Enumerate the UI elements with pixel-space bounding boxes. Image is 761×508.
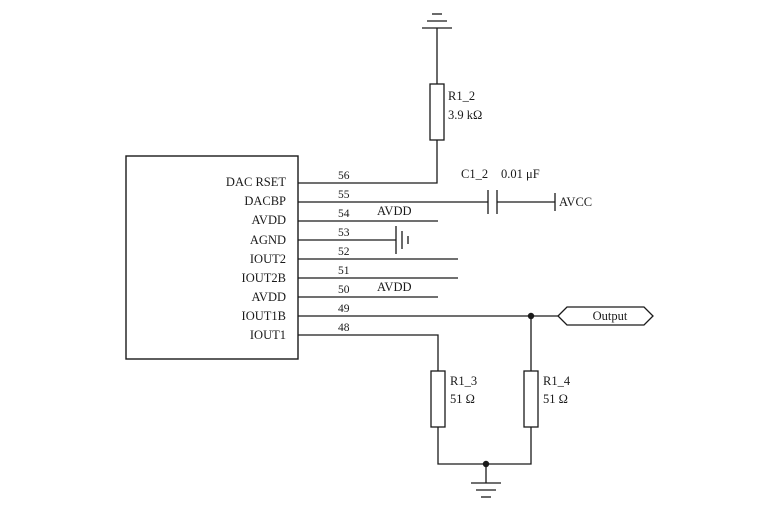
pin-number-49: 49 xyxy=(338,303,350,315)
pin-number-55: 55 xyxy=(338,189,350,201)
pin-number-52: 52 xyxy=(338,246,350,258)
pin-number-53: 53 xyxy=(338,227,350,239)
avcc-net-label: AVCC xyxy=(559,195,592,209)
avdd-54-net-label: AVDD xyxy=(377,204,412,218)
pin-number-51: 51 xyxy=(338,265,350,277)
wire-resistors-to-ground xyxy=(437,427,532,465)
ground-symbol-top xyxy=(422,13,452,29)
resistor-r1-3 xyxy=(430,370,446,428)
chip-pin-labels: DAC RSET DACBP AVDD AGND IOUT2 IOUT2B AV… xyxy=(226,175,286,342)
output-port-flag xyxy=(557,306,654,326)
pin-number-54: 54 xyxy=(338,208,350,220)
pin-label-avdd-50: AVDD xyxy=(252,290,287,304)
ground-symbol-agnd xyxy=(395,226,409,254)
pin-number-56: 56 xyxy=(338,170,350,182)
pin-label-iout1: IOUT1 xyxy=(250,328,286,342)
r1-3-value: 51 Ω xyxy=(450,392,475,406)
dac-chip-body xyxy=(125,155,299,360)
resistor-r1-4 xyxy=(523,370,539,428)
pin-label-iout1b: IOUT1B xyxy=(242,309,286,323)
output-net-label: Output xyxy=(593,309,628,323)
c1-2-ref: C1_2 xyxy=(461,167,488,181)
chip-pin-numbers: 56 55 54 53 52 51 50 49 48 xyxy=(338,170,350,334)
pin-label-dacbp: DACBP xyxy=(244,194,286,208)
r1-4-value: 51 Ω xyxy=(543,392,568,406)
pin-number-48: 48 xyxy=(338,322,350,334)
wire-pin56-rset xyxy=(298,140,438,184)
r1-2-ref: R1_2 xyxy=(448,89,475,103)
pin-label-iout2: IOUT2 xyxy=(250,252,286,266)
r1-2-value: 3.9 kΩ xyxy=(448,108,482,122)
resistor-r1-2 xyxy=(429,83,445,141)
pin-label-agnd: AGND xyxy=(250,233,286,247)
avdd-50-net-label: AVDD xyxy=(377,280,412,294)
pin-label-dac-rset: DAC RSET xyxy=(226,175,286,189)
wire-pin48-iout1 xyxy=(298,334,439,371)
pin-label-iout2b: IOUT2B xyxy=(242,271,286,285)
pin-label-avdd-54: AVDD xyxy=(252,213,287,227)
ground-symbol-bottom xyxy=(471,482,501,498)
pin-number-50: 50 xyxy=(338,284,350,296)
c1-2-value: 0.01 μF xyxy=(501,167,540,181)
r1-4-ref: R1_4 xyxy=(543,374,571,388)
r1-3-ref: R1_3 xyxy=(450,374,477,388)
